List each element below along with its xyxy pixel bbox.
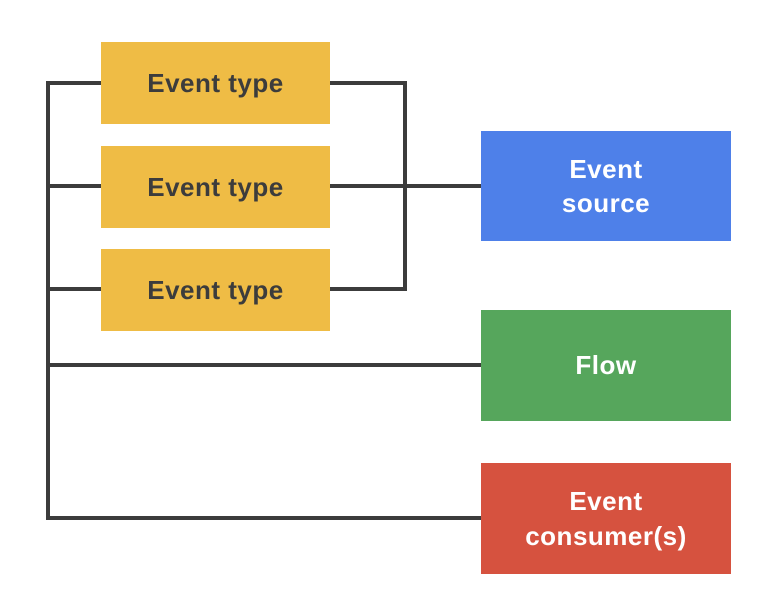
connector-to-event-source xyxy=(330,184,481,188)
node-event-type-2: Event type xyxy=(101,146,330,228)
connector-event-type-3-right xyxy=(330,287,407,291)
node-flow: Flow xyxy=(481,310,731,421)
connector-event-type-1-right xyxy=(330,81,407,85)
connector-left-bus xyxy=(46,81,50,520)
node-event-type-1-label: Event type xyxy=(147,67,284,98)
node-event-consumers-label: Event consumer(s) xyxy=(525,486,687,551)
node-event-source-label: Event source xyxy=(561,153,651,218)
node-event-type-2-label: Event type xyxy=(147,171,284,202)
connector-event-type-2-left xyxy=(46,184,103,188)
node-event-type-1: Event type xyxy=(101,42,330,124)
connector-to-event-consumers xyxy=(46,516,481,520)
connector-event-type-3-left xyxy=(46,287,103,291)
connector-event-type-1-left xyxy=(46,81,103,85)
node-event-type-3-label: Event type xyxy=(147,274,284,305)
node-flow-label: Flow xyxy=(575,350,637,381)
connector-to-flow xyxy=(46,363,481,367)
node-event-consumers: Event consumer(s) xyxy=(481,463,731,574)
node-event-type-3: Event type xyxy=(101,249,330,331)
node-event-source: Event source xyxy=(481,131,731,241)
